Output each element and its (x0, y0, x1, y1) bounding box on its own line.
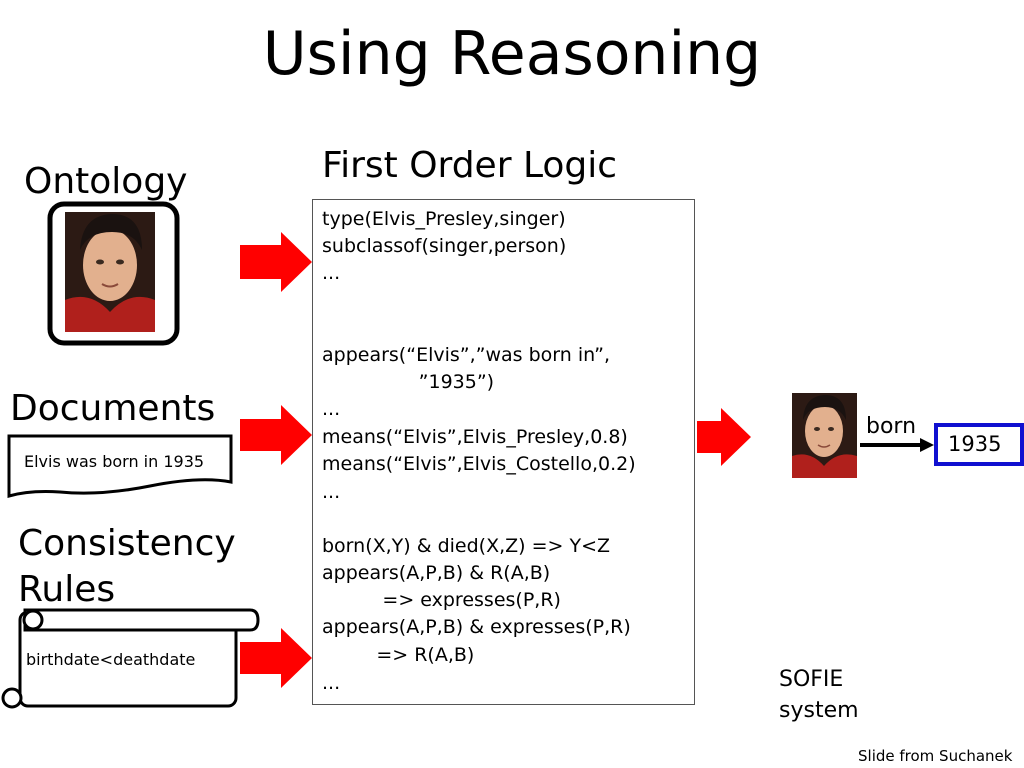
logic-line: appears(A,P,B) & R(A,B) (322, 562, 551, 584)
born-relation-arrow (860, 438, 934, 452)
logic-line: ... (322, 481, 341, 503)
elvis-portrait-small-icon (792, 393, 857, 478)
system-label-line1: SOFIE (779, 667, 844, 692)
arrow-documents (240, 405, 312, 465)
slide-credit: Slide from Suchanek (858, 747, 1013, 765)
system-label-line2: system (779, 698, 859, 723)
logic-line: => expresses(P,R) (322, 589, 561, 611)
rules-label-line2: Rules (18, 569, 116, 610)
logic-line: ... (322, 672, 341, 694)
arrow-ontology (240, 232, 312, 292)
elvis-portrait-icon (65, 212, 155, 332)
logic-line: appears(“Elvis”,”was born in”, (322, 344, 611, 366)
document-text: Elvis was born in 1935 (24, 452, 205, 471)
logic-box (312, 199, 695, 705)
logic-line: => R(A,B) (322, 644, 475, 666)
value-box: 1935 (934, 423, 1024, 466)
logic-line: ... (322, 398, 341, 420)
logic-line: means(“Elvis”,Elvis_Presley,0.8) (322, 426, 628, 448)
rule-scroll-shape (1, 608, 260, 709)
rules-label-line1: Consistency (18, 523, 236, 564)
logic-line: type(Elvis_Presley,singer) (322, 208, 566, 230)
logic-line: means(“Elvis”,Elvis_Costello,0.2) (322, 453, 636, 475)
relation-label: born (866, 414, 917, 439)
logic-line: ... (322, 262, 341, 284)
ontology-label: Ontology (24, 161, 188, 202)
arrow-output (697, 408, 751, 466)
document-shape (7, 434, 233, 498)
rule-text: birthdate<deathdate (26, 650, 196, 669)
logic-heading: First Order Logic (322, 145, 618, 186)
slide-title: Using Reasoning (262, 19, 762, 89)
logic-line: born(X,Y) & died(X,Z) => Y<Z (322, 535, 611, 557)
arrow-rules (240, 628, 312, 688)
logic-line: appears(A,P,B) & expresses(P,R) (322, 616, 631, 638)
documents-label: Documents (10, 388, 216, 429)
logic-line: ”1935”) (322, 371, 495, 393)
logic-line: subclassof(singer,person) (322, 235, 567, 257)
